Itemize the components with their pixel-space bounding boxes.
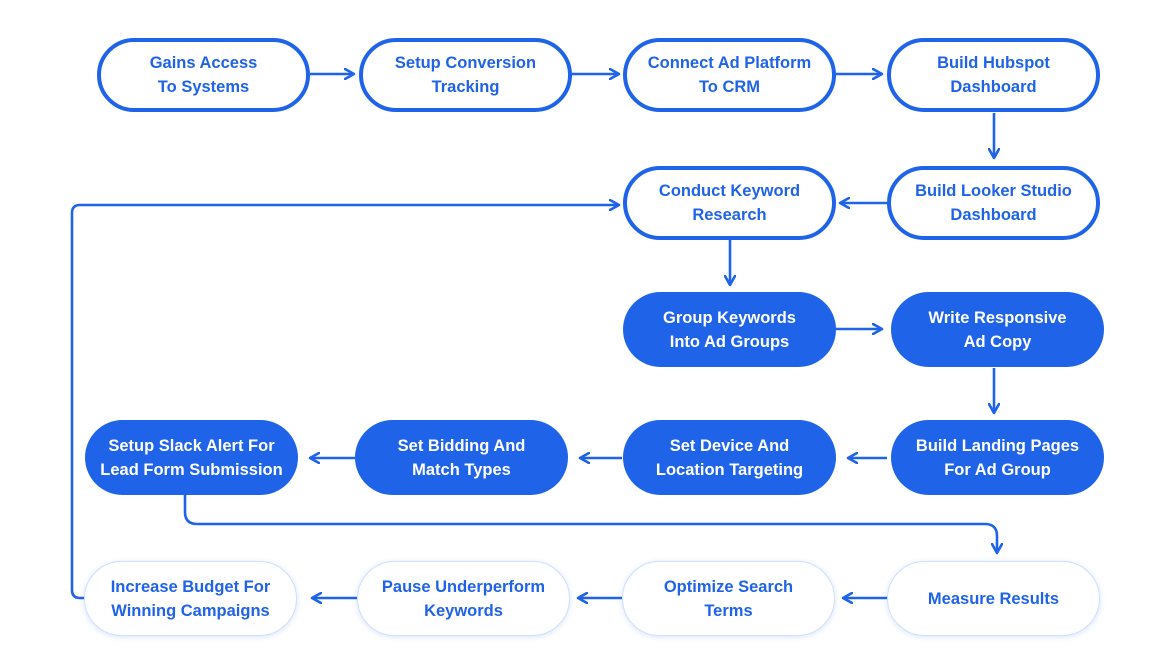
arrow-slack-to-measure xyxy=(183,495,997,553)
step-group-keywords: Group Keywords Into Ad Groups xyxy=(623,292,836,367)
step-pause-underperform: Pause Underperform Keywords xyxy=(357,561,570,636)
step-gains-access: Gains Access To Systems xyxy=(97,38,310,112)
step-conduct-keyword-research: Conduct Keyword Research xyxy=(623,166,836,240)
arrow-budget-loop-to-keyword xyxy=(70,205,619,600)
step-write-responsive-ad-copy: Write Responsive Ad Copy xyxy=(891,292,1104,367)
step-increase-budget: Increase Budget For Winning Campaigns xyxy=(84,561,297,636)
step-set-device-targeting: Set Device And Location Targeting xyxy=(623,420,836,495)
step-setup-conversion-tracking: Setup Conversion Tracking xyxy=(359,38,572,112)
step-optimize-search-terms: Optimize Search Terms xyxy=(622,561,835,636)
step-set-bidding: Set Bidding And Match Types xyxy=(355,420,568,495)
step-build-hubspot-dashboard: Build Hubspot Dashboard xyxy=(887,38,1100,112)
step-measure-results: Measure Results xyxy=(887,561,1100,636)
step-build-looker-dashboard: Build Looker Studio Dashboard xyxy=(887,166,1100,240)
step-connect-ad-platform: Connect Ad Platform To CRM xyxy=(623,38,836,112)
step-build-landing-pages: Build Landing Pages For Ad Group xyxy=(891,420,1104,495)
step-setup-slack-alert: Setup Slack Alert For Lead Form Submissi… xyxy=(85,420,298,495)
